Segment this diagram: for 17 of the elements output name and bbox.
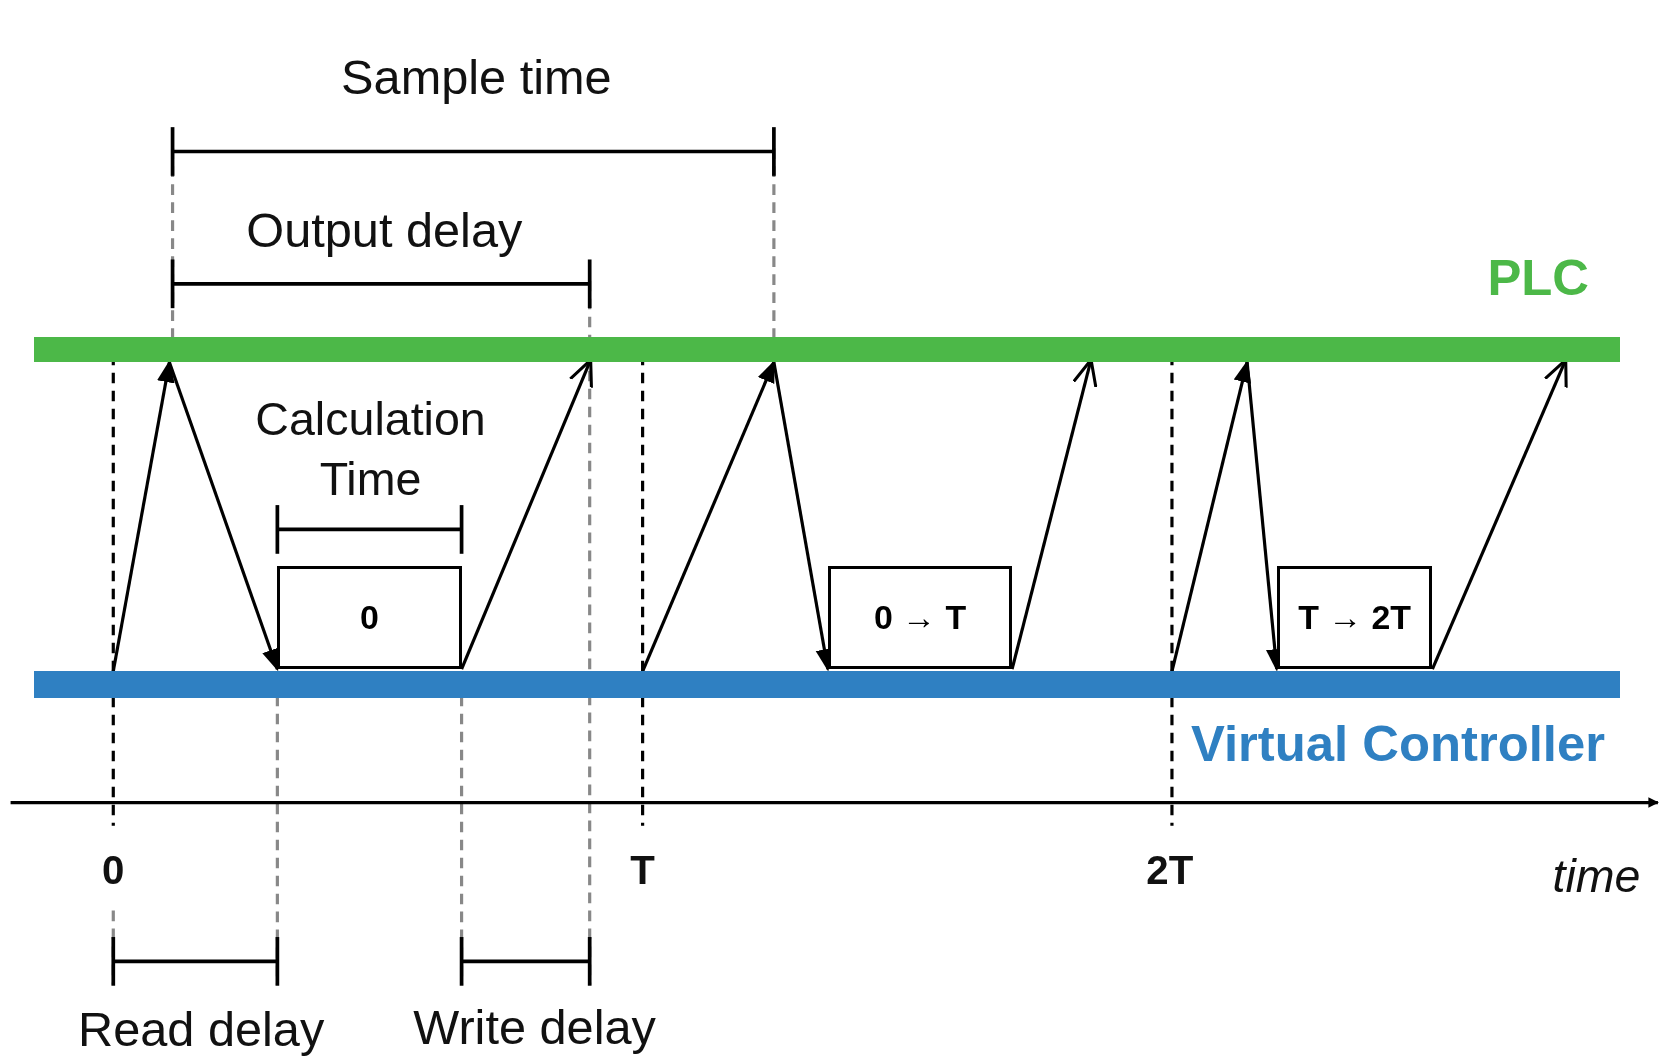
arrow <box>1170 360 1252 672</box>
arrow <box>641 360 776 672</box>
dimension-label: Output delay <box>246 204 523 258</box>
process-box: 0 → T <box>827 566 1013 670</box>
tick-label: T <box>630 849 655 894</box>
tick-label: 0 <box>102 849 125 894</box>
tick-label: 2T <box>1146 849 1194 894</box>
dimension-label: Sample time <box>341 51 612 106</box>
axis-label: time <box>1552 850 1641 903</box>
dimension-label: Calculation Time <box>254 392 487 508</box>
dimension-label: Write delay <box>413 1001 656 1055</box>
process-box: T → 2T <box>1276 566 1433 670</box>
lane-label: Virtual Controller <box>1191 715 1605 772</box>
process-box: 0 <box>277 566 462 670</box>
lane-label: PLC <box>1487 249 1590 306</box>
arrow <box>167 361 280 672</box>
dimension-label: Read delay <box>78 1003 325 1057</box>
